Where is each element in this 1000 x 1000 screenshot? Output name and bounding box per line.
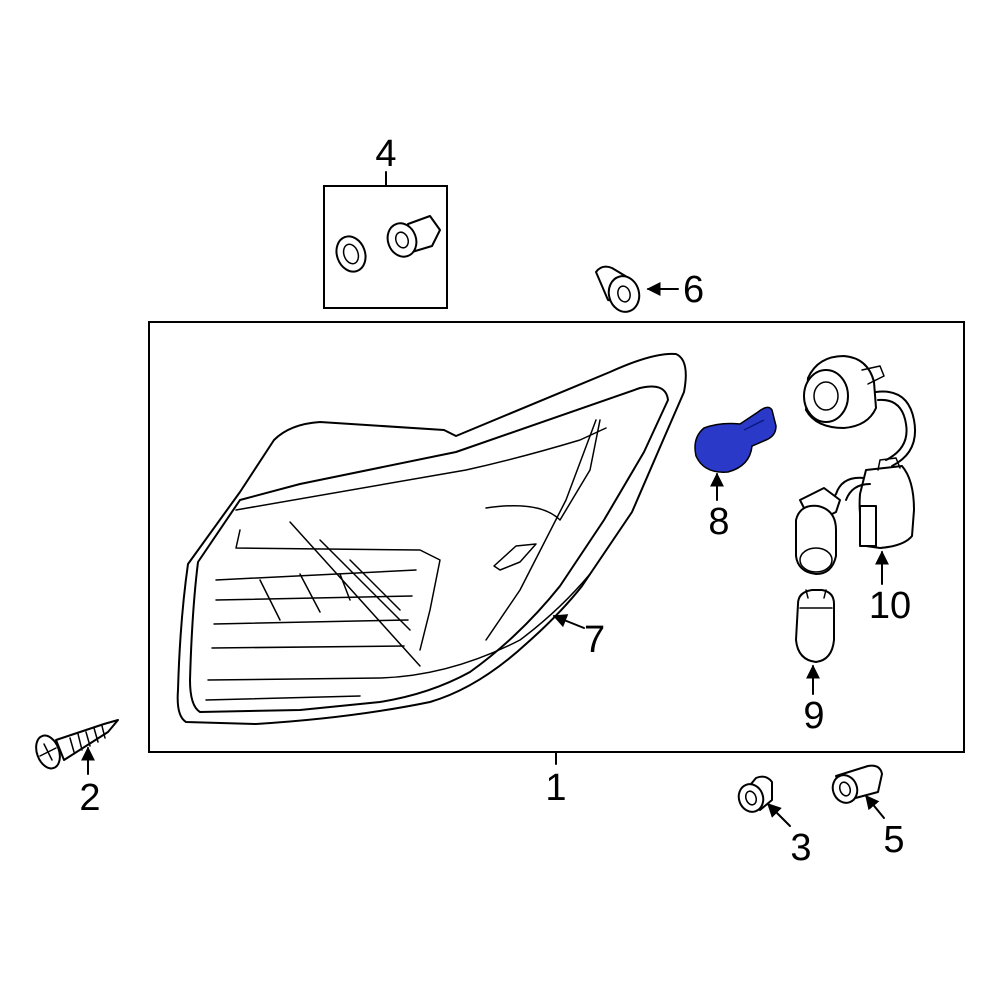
callout-8: 8	[708, 501, 729, 543]
part-2-screw[interactable]	[32, 719, 119, 772]
part-10-harness[interactable]	[795, 355, 916, 575]
callout-10: 10	[869, 585, 911, 627]
socket-large-icon	[803, 355, 885, 429]
callout-1: 1	[545, 767, 566, 809]
callout-3: 3	[790, 827, 811, 869]
part-8-bulb[interactable]	[694, 406, 777, 473]
part-9-bulb[interactable]	[795, 589, 835, 663]
push-clip-icon	[386, 215, 441, 258]
part-4-kit[interactable]	[332, 215, 441, 276]
part-7-lamp-housing[interactable]	[176, 352, 687, 725]
callout-9: 9	[803, 695, 824, 737]
part-3-clip[interactable]	[735, 775, 773, 816]
callout-2: 2	[79, 777, 100, 819]
callout-5: 5	[883, 819, 904, 861]
leader-lines	[81, 171, 889, 827]
socket-small-icon	[795, 487, 841, 575]
part-6-clip[interactable]	[595, 265, 643, 316]
callout-4: 4	[375, 133, 396, 175]
part-5-clip[interactable]	[829, 764, 883, 807]
grommet-icon	[335, 235, 367, 273]
callout-7: 7	[584, 619, 605, 661]
callout-6: 6	[683, 269, 704, 311]
bulb-highlight-icon	[694, 406, 777, 473]
connector-icon	[858, 457, 915, 549]
